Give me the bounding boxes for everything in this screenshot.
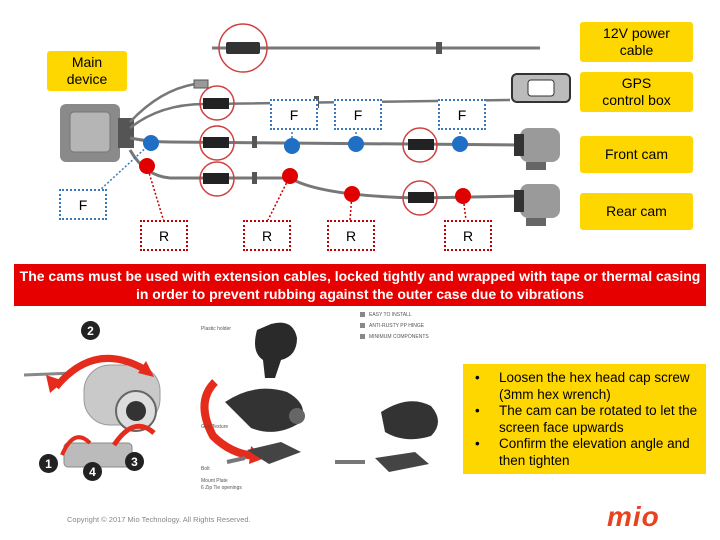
main-device-unit — [60, 104, 134, 162]
bolt-label: Bolt — [201, 466, 210, 472]
instruction-step: •Loosen the hex head cap screw (3mm hex … — [475, 370, 690, 402]
rear-cam-device — [514, 184, 560, 226]
copyright-text: Copyright © 2017 Mio Technology. All Rig… — [67, 515, 251, 524]
callout-3: 3 — [125, 452, 144, 471]
power-cable-label: 12V power cable — [580, 22, 693, 62]
gps-box-label: GPS control box — [580, 72, 693, 112]
mount-plate-label: Mount Plate — [201, 478, 228, 484]
cam-rotation-illustration — [23, 354, 161, 468]
rear-cam-label: Rear cam — [580, 193, 693, 230]
warning-banner: The cams must be used with extension cab… — [14, 264, 706, 306]
rear-connection-dot — [455, 188, 471, 204]
main-device-label: Main device — [47, 51, 127, 91]
power-cable — [212, 23, 540, 73]
front-connection-dot — [284, 138, 300, 154]
front-tag: F — [438, 99, 486, 130]
instruction-step: •Confirm the elevation angle and then ti… — [475, 436, 690, 468]
rear-tag: R — [140, 220, 188, 251]
rear-connection-dot — [344, 186, 360, 202]
rear-tag: R — [327, 220, 375, 251]
grip-texture-label: Grip Texture — [201, 424, 229, 430]
plastic-holder-label: Plastic holder — [201, 326, 232, 332]
instruction-step: •The cam can be rotated to let the scree… — [475, 403, 698, 435]
mio-logo: mio — [607, 501, 660, 532]
feature-item: ANTI-RUSTY PP HINGE — [360, 323, 424, 329]
rear-tag: R — [243, 220, 291, 251]
rear-tag: R — [444, 220, 492, 251]
zip-tie-label: 6 Zip Tie openings — [201, 485, 242, 491]
front-tag: F — [59, 189, 107, 220]
feature-item: MINIMUM COMPONENTS — [360, 334, 429, 340]
feature-item: EASY TO INSTALL — [360, 312, 412, 318]
front-cam-label: Front cam — [580, 136, 693, 173]
instructions-box: •Loosen the hex head cap screw (3mm hex … — [463, 364, 706, 474]
callout-4: 4 — [83, 462, 102, 481]
front-cam-device — [514, 128, 560, 170]
gps-box-device — [511, 73, 571, 103]
mount-exploded-view — [200, 322, 438, 472]
callout-1: 1 — [39, 454, 58, 473]
callout-2: 2 — [81, 321, 100, 340]
rear-connection-dot — [139, 158, 155, 174]
front-tag: F — [334, 99, 382, 130]
front-connection-dot — [143, 135, 159, 151]
rear-connection-dot — [282, 168, 298, 184]
wiring-diagram — [60, 23, 571, 226]
front-connection-dot — [452, 136, 468, 152]
front-tag: F — [270, 99, 318, 130]
front-connection-dot — [348, 136, 364, 152]
